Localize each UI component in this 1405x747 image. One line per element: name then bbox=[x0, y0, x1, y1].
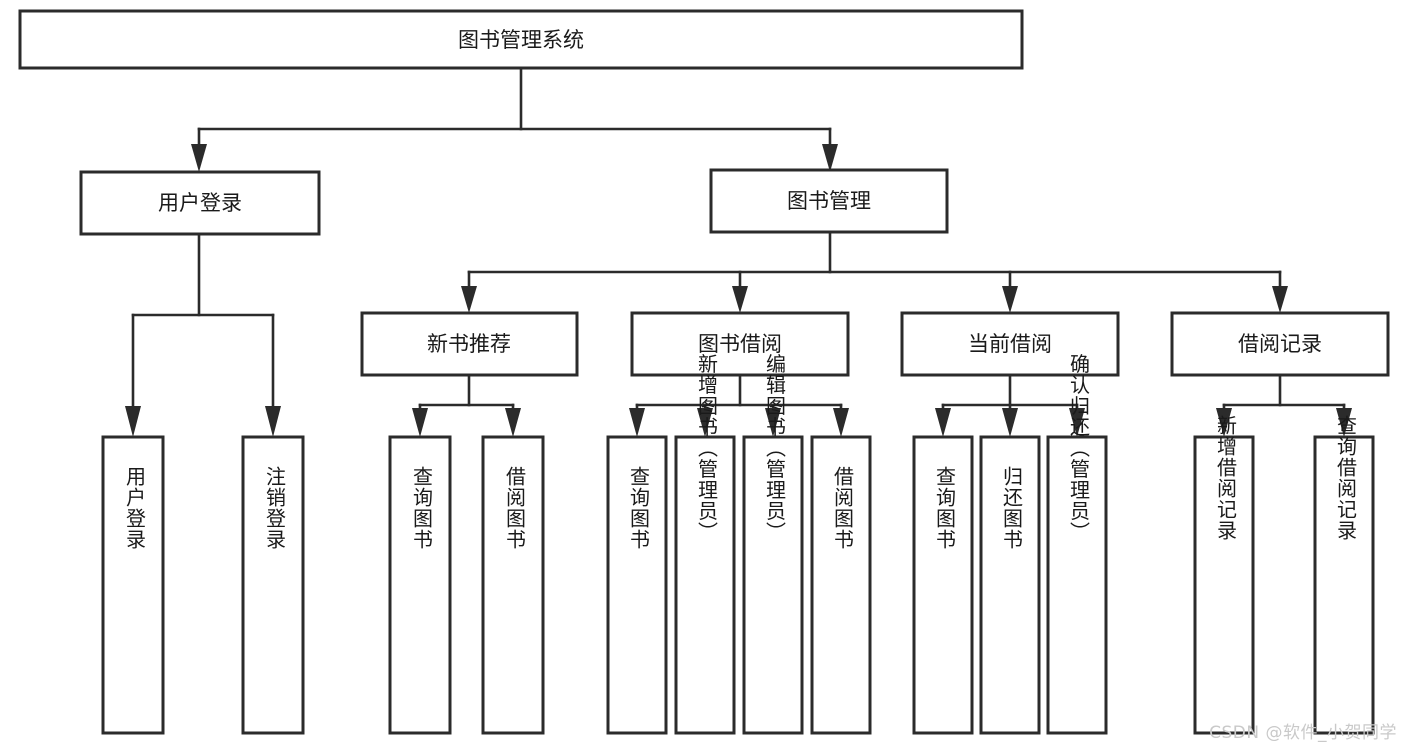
node-new-book-recommend-label: 新书推荐 bbox=[427, 332, 511, 356]
arrowhead-leaf-query-book-3 bbox=[935, 408, 951, 437]
node-leaf-confirm-return-label: 确认归还（管理员） bbox=[1067, 353, 1091, 542]
node-leaf-query-book-1[interactable]: 查询图书 bbox=[388, 435, 452, 735]
node-book-management-label: 图书管理 bbox=[787, 189, 871, 213]
node-leaf-query-record[interactable]: 查询借阅记录 bbox=[1313, 415, 1375, 735]
node-book-management-box[interactable] bbox=[709, 168, 949, 234]
node-leaf-query-book-2-label: 查询图书 bbox=[627, 466, 651, 550]
node-new-book-recommend[interactable]: 新书推荐 bbox=[360, 311, 579, 377]
node-leaf-query-book-1-box[interactable] bbox=[388, 435, 452, 735]
node-book-management[interactable]: 图书管理 bbox=[709, 168, 949, 234]
node-book-borrow-box[interactable] bbox=[630, 311, 850, 377]
node-leaf-query-record-box[interactable] bbox=[1313, 435, 1375, 735]
arrowhead-leaf-borrow-book-2 bbox=[833, 408, 849, 437]
node-borrow-record-label: 借阅记录 bbox=[1238, 332, 1322, 356]
arrowhead-leaf-return-book bbox=[1002, 408, 1018, 437]
node-leaf-add-record[interactable]: 新增借阅记录 bbox=[1193, 415, 1255, 735]
arrowhead-leaf-query-book-2 bbox=[629, 408, 645, 437]
connector-group-borrow-record-to-leaves bbox=[1216, 373, 1352, 437]
node-current-borrow[interactable]: 当前借阅 bbox=[900, 311, 1120, 377]
node-leaf-borrow-book-2[interactable]: 借阅图书 bbox=[810, 435, 872, 735]
node-leaf-query-book-1-label: 查询图书 bbox=[410, 466, 434, 550]
node-user-login-label: 用户登录 bbox=[158, 191, 242, 215]
arrowhead-borrow-record bbox=[1272, 286, 1288, 313]
node-book-borrow-label: 图书借阅 bbox=[698, 332, 782, 356]
node-leaf-borrow-book-2-box[interactable] bbox=[810, 435, 872, 735]
node-leaf-user-login-label: 用户登录 bbox=[123, 466, 147, 550]
node-leaf-borrow-book-1-label: 借阅图书 bbox=[503, 466, 527, 550]
node-user-login-box[interactable] bbox=[79, 170, 321, 236]
arrowhead-user-login bbox=[191, 144, 207, 172]
node-leaf-edit-book-box[interactable] bbox=[742, 435, 804, 735]
connector-group-book-borrow-to-leaves bbox=[629, 373, 849, 437]
arrowhead-leaf-add-record bbox=[1216, 408, 1232, 437]
node-leaf-logout-login-box[interactable] bbox=[241, 435, 305, 735]
node-leaf-edit-book-label: 编辑图书（管理员） bbox=[763, 353, 787, 542]
arrowhead-new-book-recommend bbox=[461, 286, 477, 313]
node-leaf-borrow-book-1[interactable]: 借阅图书 bbox=[481, 435, 545, 735]
node-leaf-user-login[interactable]: 用户登录 bbox=[101, 435, 165, 735]
node-leaf-logout-login[interactable]: 注销登录 bbox=[241, 435, 305, 735]
arrowhead-leaf-user-login bbox=[125, 406, 141, 437]
arrowhead-leaf-query-book-1 bbox=[412, 408, 428, 437]
node-leaf-return-book[interactable]: 归还图书 bbox=[979, 435, 1041, 735]
node-leaf-add-record-label: 新增借阅记录 bbox=[1214, 415, 1238, 541]
node-leaf-confirm-return-box[interactable] bbox=[1046, 435, 1108, 735]
node-leaf-confirm-return[interactable]: 确认归还（管理员） bbox=[1046, 353, 1108, 735]
arrowhead-current-borrow bbox=[1002, 286, 1018, 313]
node-root-box[interactable] bbox=[18, 9, 1024, 70]
connector-group-new-book-recommend-to-leaves bbox=[412, 373, 521, 437]
arrowhead-leaf-edit-book bbox=[765, 408, 781, 437]
node-leaf-add-book-label: 新增图书（管理员） bbox=[695, 353, 719, 542]
node-leaf-query-book-3[interactable]: 查询图书 bbox=[912, 435, 974, 735]
node-borrow-record-box[interactable] bbox=[1170, 311, 1390, 377]
node-leaf-return-book-label: 归还图书 bbox=[1000, 466, 1024, 550]
node-current-borrow-label: 当前借阅 bbox=[968, 332, 1052, 356]
arrowhead-book-management bbox=[822, 144, 838, 172]
connector-group-book-management-to-level3 bbox=[461, 230, 1288, 313]
node-leaf-edit-book[interactable]: 编辑图书（管理员） bbox=[742, 353, 804, 735]
node-user-login[interactable]: 用户登录 bbox=[79, 170, 321, 236]
connector-group-root-to-level2 bbox=[191, 66, 838, 172]
arrowhead-leaf-logout-login bbox=[265, 406, 281, 437]
node-leaf-borrow-book-1-box[interactable] bbox=[481, 435, 545, 735]
node-leaf-borrow-book-2-label: 借阅图书 bbox=[831, 466, 855, 550]
node-current-borrow-box[interactable] bbox=[900, 311, 1120, 377]
arrowhead-leaf-confirm-return bbox=[1069, 408, 1085, 437]
node-new-book-recommend-box[interactable] bbox=[360, 311, 579, 377]
node-leaf-query-book-3-box[interactable] bbox=[912, 435, 974, 735]
node-leaf-add-book[interactable]: 新增图书（管理员） bbox=[674, 353, 736, 735]
arrowhead-leaf-query-record bbox=[1336, 408, 1352, 437]
node-leaf-query-book-2[interactable]: 查询图书 bbox=[606, 435, 668, 735]
node-leaf-query-book-2-box[interactable] bbox=[606, 435, 668, 735]
arrowhead-leaf-borrow-book-1 bbox=[505, 408, 521, 437]
node-root-label: 图书管理系统 bbox=[458, 28, 584, 52]
connector-group-current-borrow-to-leaves bbox=[935, 373, 1085, 437]
connector-group-user-login-to-leaves bbox=[125, 232, 281, 437]
node-leaf-user-login-box[interactable] bbox=[101, 435, 165, 735]
node-leaf-return-book-box[interactable] bbox=[979, 435, 1041, 735]
node-leaf-query-record-label: 查询借阅记录 bbox=[1334, 415, 1358, 541]
arrowhead-book-borrow bbox=[732, 286, 748, 313]
node-book-borrow[interactable]: 图书借阅 bbox=[630, 311, 850, 377]
node-borrow-record[interactable]: 借阅记录 bbox=[1170, 311, 1390, 377]
node-root[interactable]: 图书管理系统 bbox=[18, 9, 1024, 70]
node-leaf-add-book-box[interactable] bbox=[674, 435, 736, 735]
node-leaf-query-book-3-label: 查询图书 bbox=[933, 466, 957, 550]
arrowhead-leaf-add-book bbox=[697, 408, 713, 437]
node-leaf-logout-login-label: 注销登录 bbox=[263, 466, 287, 550]
node-leaf-add-record-box[interactable] bbox=[1193, 435, 1255, 735]
